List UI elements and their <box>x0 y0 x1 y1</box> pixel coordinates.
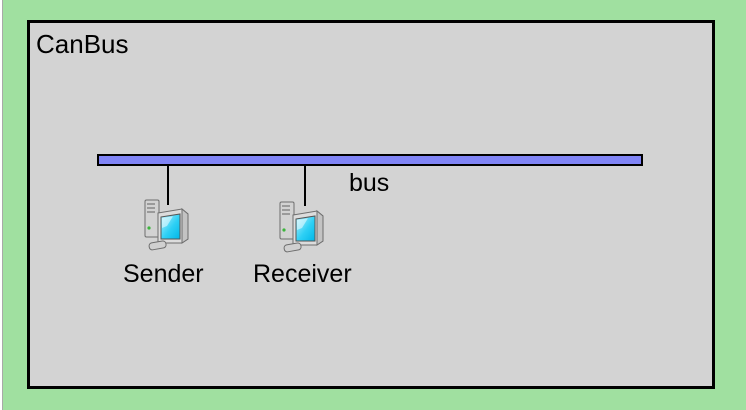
window-edge-divider <box>0 0 3 410</box>
connection-line-receiver[interactable] <box>304 165 306 206</box>
connection-line-sender[interactable] <box>167 165 169 205</box>
network-canvas: CanBus bus Sender <box>27 20 715 389</box>
computer-icon[interactable] <box>142 199 192 251</box>
node-label-receiver: Receiver <box>253 260 352 288</box>
bus-label: bus <box>349 169 390 197</box>
module-name-label: CanBus <box>36 29 129 59</box>
node-label-sender: Sender <box>123 260 204 288</box>
computer-icon[interactable] <box>277 201 327 253</box>
bus-bar[interactable] <box>97 154 643 166</box>
